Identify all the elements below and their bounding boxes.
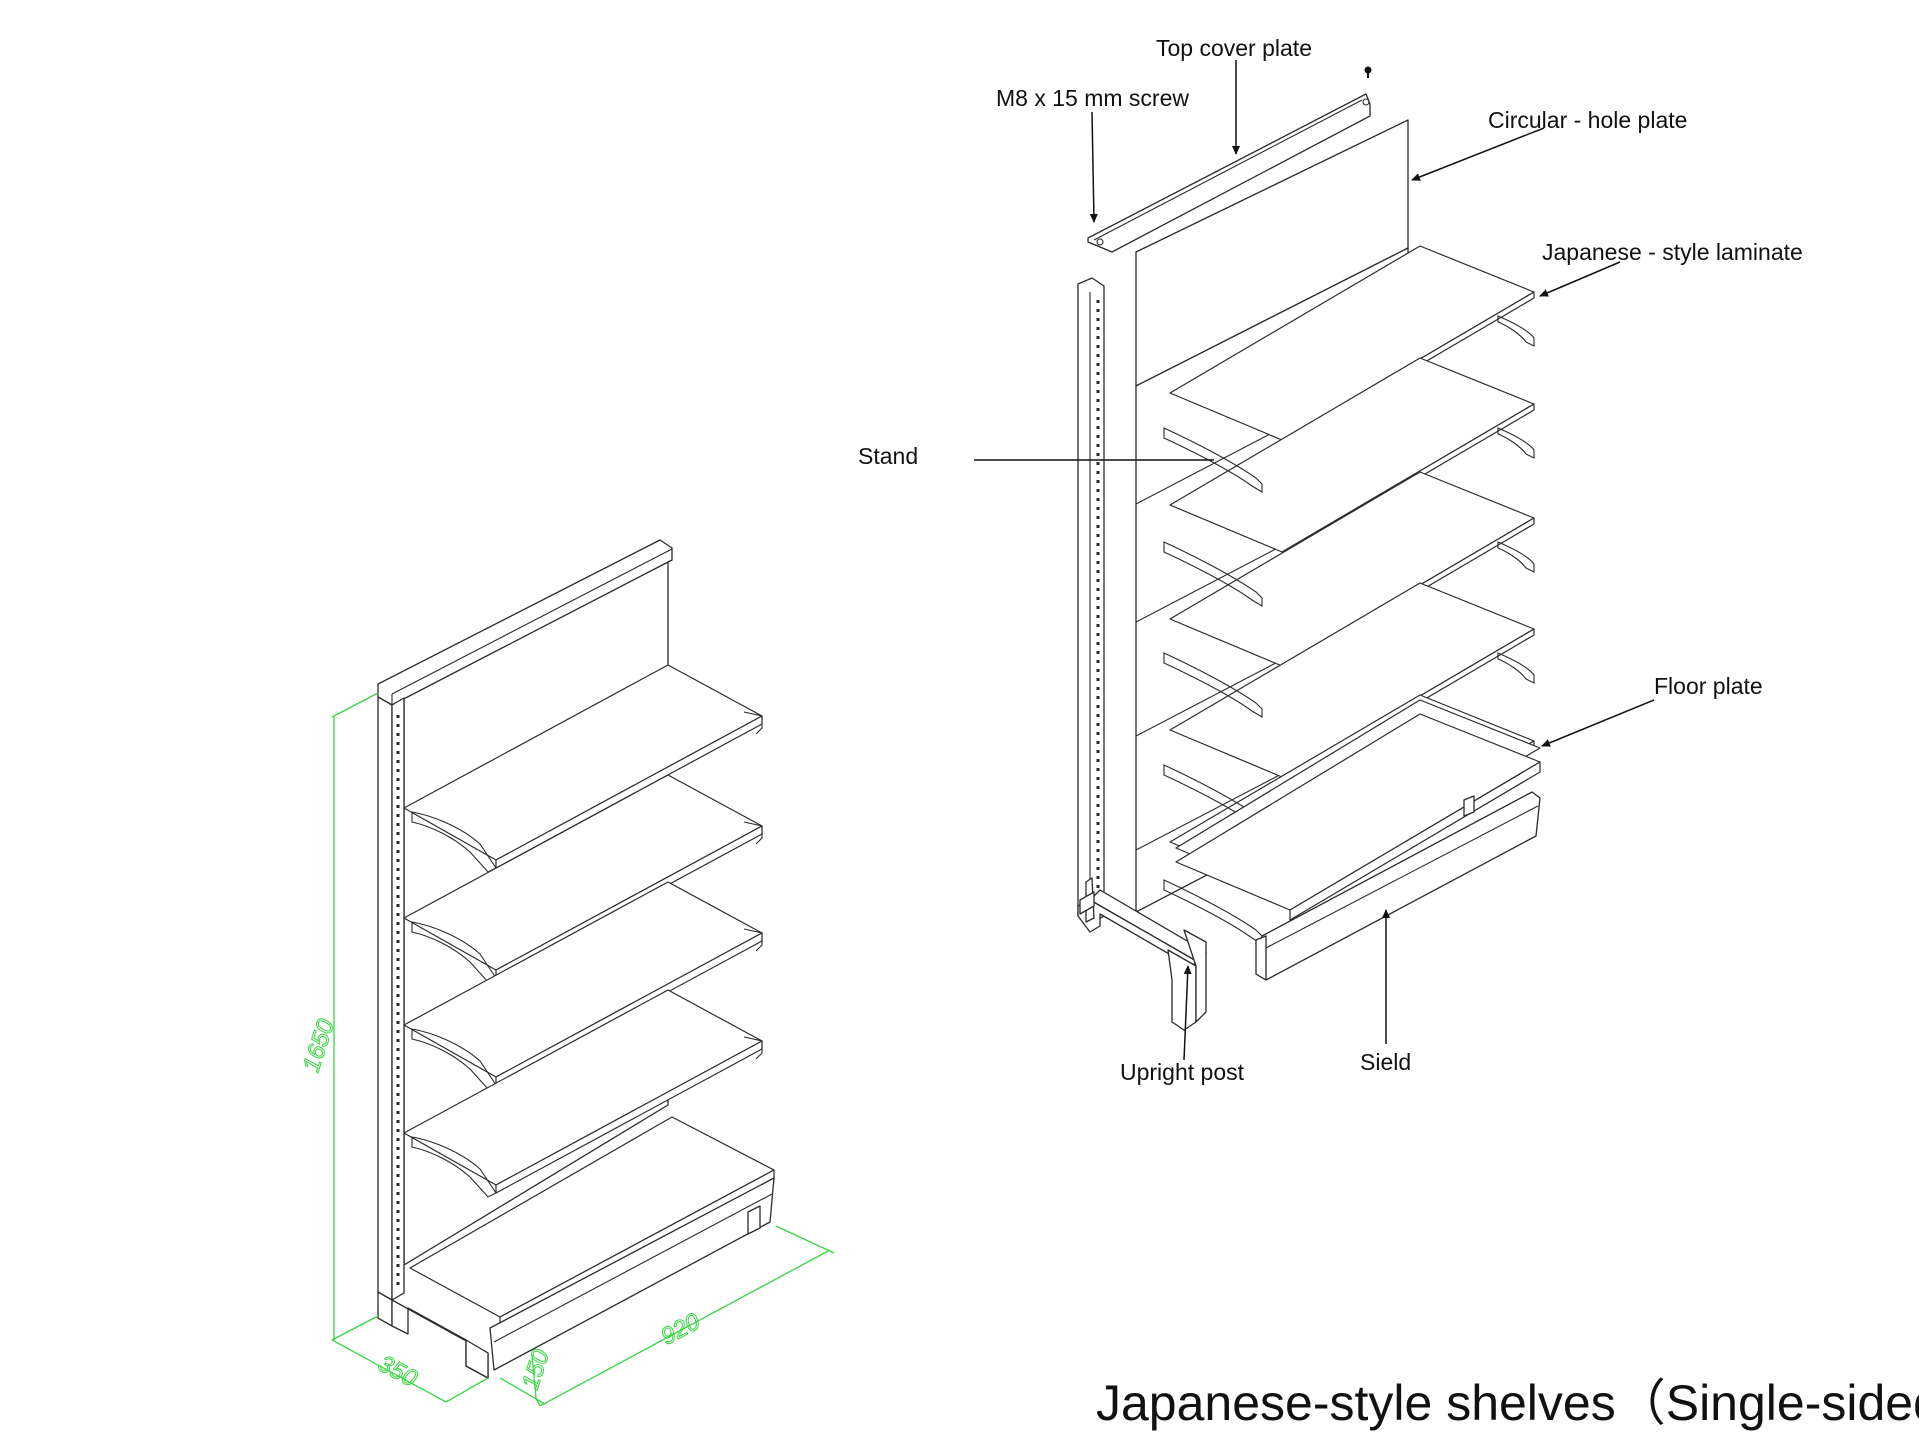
assembled-shelf: 1650 350 920 150 bbox=[297, 539, 835, 1407]
label-upright-post: Upright post bbox=[1120, 1059, 1245, 1085]
page-title: Japanese-style shelves（Single-sided） bbox=[1096, 1375, 1919, 1431]
exploded-shelf bbox=[1077, 66, 1541, 1031]
shelf-1 bbox=[403, 664, 763, 873]
label-stand: Stand bbox=[858, 443, 918, 469]
shield-plate bbox=[489, 1177, 775, 1371]
screw-icon bbox=[1364, 66, 1372, 78]
leader-screw bbox=[1089, 111, 1098, 223]
label-shield: Sield bbox=[1360, 1049, 1411, 1075]
stand-upright bbox=[1077, 277, 1207, 1031]
floor-plate-exploded bbox=[1163, 699, 1541, 945]
dimension-lines bbox=[331, 692, 835, 1407]
label-laminate: Japanese - style laminate bbox=[1542, 239, 1803, 265]
upright-post-front bbox=[377, 696, 393, 1301]
label-floor-plate: Floor plate bbox=[1654, 673, 1763, 699]
label-screw: M8 x 15 mm screw bbox=[996, 85, 1189, 111]
base-foot-front bbox=[465, 1339, 489, 1379]
part-labels: Top cover plate M8 x 15 mm screw Circula… bbox=[858, 35, 1803, 1085]
leader-floor-plate bbox=[1541, 699, 1655, 747]
shield-exploded bbox=[1255, 791, 1541, 981]
leader-hole-plate bbox=[1411, 127, 1545, 181]
top-cover-plate bbox=[1087, 93, 1371, 253]
shelf-4 bbox=[403, 989, 763, 1198]
label-circular-hole-plate: Circular - hole plate bbox=[1488, 107, 1687, 133]
upright-post-side bbox=[391, 697, 405, 1301]
top-cover-edge bbox=[391, 548, 673, 695]
leader-laminate bbox=[1539, 261, 1621, 297]
label-top-cover-plate: Top cover plate bbox=[1156, 35, 1312, 61]
dimension-width: 920 bbox=[656, 1308, 705, 1351]
leader-lines bbox=[974, 60, 1655, 1061]
dimension-depth: 350 bbox=[374, 1350, 423, 1393]
leader-upright-post bbox=[1183, 965, 1192, 1061]
